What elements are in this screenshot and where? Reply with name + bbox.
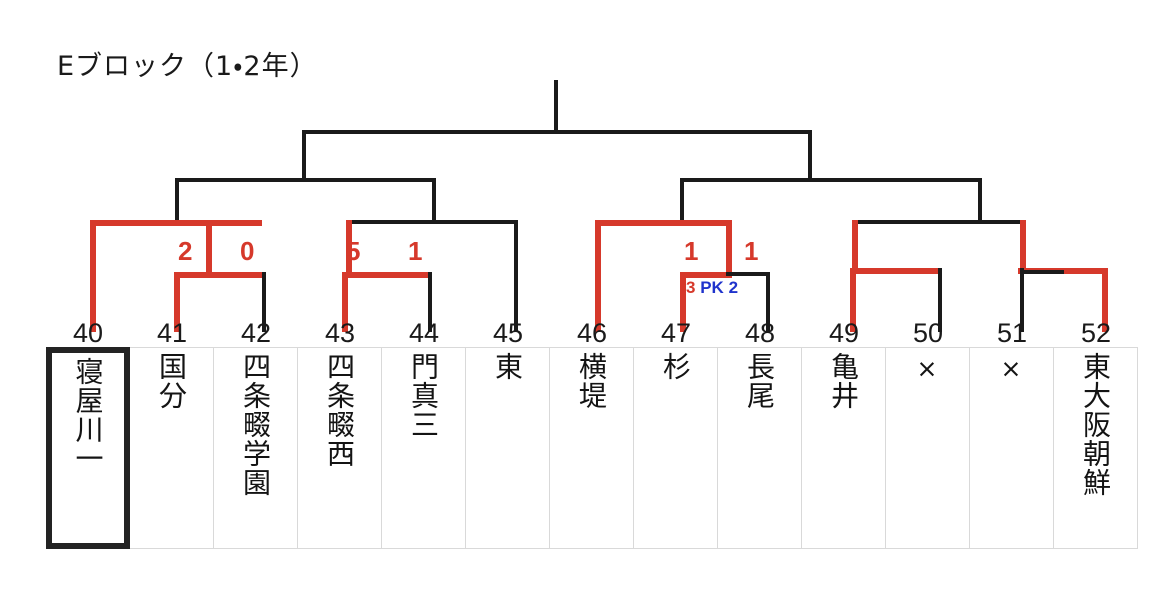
match-bar-51-52-black — [1020, 270, 1064, 274]
team-cell-49[interactable]: 亀井 — [802, 347, 886, 549]
team-name-45: 東 — [491, 352, 525, 381]
semifinal-leg-43-45 — [432, 178, 436, 224]
team-name-42: 四条畷学園 — [239, 352, 273, 497]
semifinal-leg-49-52 — [978, 178, 982, 224]
match-bar-43-44 — [342, 272, 432, 278]
team-cell-43[interactable]: 四条畷西 — [298, 347, 382, 549]
match-leg-50 — [938, 268, 942, 332]
match-leg-44 — [428, 272, 432, 332]
seed-number-51: 51 — [996, 318, 1028, 348]
team-cell-48[interactable]: 長尾 — [718, 347, 802, 549]
qf-bar-40-41 — [90, 220, 262, 226]
team-name-44: 門真三 — [407, 352, 441, 439]
score-47: 1 — [684, 236, 699, 266]
qf-leg-52-up — [1020, 220, 1026, 272]
final-leg-left — [302, 130, 306, 180]
match-leg-51 — [1020, 268, 1024, 332]
qf-leg-49-up — [852, 220, 858, 272]
seed-number-44: 44 — [408, 318, 440, 348]
qf-leg-46-up — [595, 220, 601, 332]
match-leg-52 — [1102, 268, 1108, 332]
match-bar-49-50 — [850, 268, 942, 274]
seed-number-52: 52 — [1080, 318, 1112, 348]
match-bar-41-42 — [174, 272, 266, 278]
seed-number-47: 47 — [660, 318, 692, 348]
pk-label: PK — [700, 278, 724, 297]
team-name-43: 四条畷西 — [323, 352, 357, 468]
team-cell-40[interactable]: 寝屋川一 — [46, 347, 130, 549]
team-name-49: 亀井 — [827, 352, 861, 410]
semifinal-bar-left — [175, 178, 436, 182]
semifinal-leg-46-48 — [680, 178, 684, 224]
qf-leg-40-up — [90, 220, 96, 332]
team-name-row: 寝屋川一 国分 四条畷学園 四条畷西 門真三 東 横堤 杉 長尾 亀井 × — [46, 347, 1138, 549]
match-leg-41 — [174, 272, 180, 332]
qf-bar-43-45 — [346, 220, 516, 224]
seed-number-40: 40 — [72, 318, 104, 348]
match-leg-47 — [680, 272, 686, 332]
score-41: 2 — [178, 236, 193, 266]
team-cell-52[interactable]: 東大阪朝鮮 — [1054, 347, 1138, 549]
champion-stem — [554, 80, 558, 132]
qf-leg-43-up — [346, 220, 352, 275]
team-name-41: 国分 — [155, 352, 189, 410]
match-bar-48-right — [726, 272, 770, 276]
final-leg-right — [808, 130, 812, 180]
seed-number-48: 48 — [744, 318, 776, 348]
team-name-47: 杉 — [659, 352, 693, 381]
team-cell-46[interactable]: 横堤 — [550, 347, 634, 549]
qf-bar-49-52 — [852, 220, 1022, 224]
team-cell-45[interactable]: 東 — [466, 347, 550, 549]
score-43: 5 — [346, 236, 361, 266]
team-name-40: 寝屋川一 — [71, 357, 105, 473]
team-cell-41[interactable]: 国分 — [130, 347, 214, 549]
score-44: 1 — [408, 236, 423, 266]
team-name-46: 横堤 — [575, 352, 609, 410]
seed-number-45: 45 — [492, 318, 524, 348]
team-cell-47[interactable]: 杉 — [634, 347, 718, 549]
qf-leg-41-up — [206, 220, 212, 275]
team-cell-42[interactable]: 四条畷学園 — [214, 347, 298, 549]
team-cell-44[interactable]: 門真三 — [382, 347, 466, 549]
score-42: 0 — [240, 236, 255, 266]
qf-bar-46-47 — [595, 220, 732, 226]
team-name-51: × — [1000, 354, 1023, 383]
seed-number-41: 41 — [156, 318, 188, 348]
match-leg-48 — [766, 272, 770, 332]
match-bar-47-48 — [680, 272, 732, 278]
match-leg-43 — [342, 272, 348, 332]
score-48: 1 — [744, 236, 759, 266]
qf-leg-45-up — [514, 220, 518, 332]
match-leg-49 — [850, 268, 856, 332]
seed-number-43: 43 — [324, 318, 356, 348]
seed-number-42: 42 — [240, 318, 272, 348]
team-name-48: 長尾 — [743, 352, 777, 410]
seed-number-50: 50 — [912, 318, 944, 348]
match-leg-42 — [262, 272, 266, 332]
final-bar — [302, 130, 812, 134]
penalty-shootout-result: 3 PK 2 — [686, 279, 738, 296]
qf-leg-47-up — [726, 220, 732, 275]
pk-score-right: 2 — [728, 278, 739, 297]
team-name-50: × — [916, 354, 939, 383]
team-cell-51[interactable]: × — [970, 347, 1054, 549]
semifinal-bar-right — [680, 178, 982, 182]
seed-number-49: 49 — [828, 318, 860, 348]
seed-number-46: 46 — [576, 318, 608, 348]
semifinal-leg-40-41 — [175, 178, 179, 224]
pk-score-left: 3 — [686, 278, 696, 297]
team-cell-50[interactable]: × — [886, 347, 970, 549]
team-name-52: 東大阪朝鮮 — [1079, 352, 1113, 497]
page-title: Eブロック（1・2年） — [57, 51, 318, 82]
